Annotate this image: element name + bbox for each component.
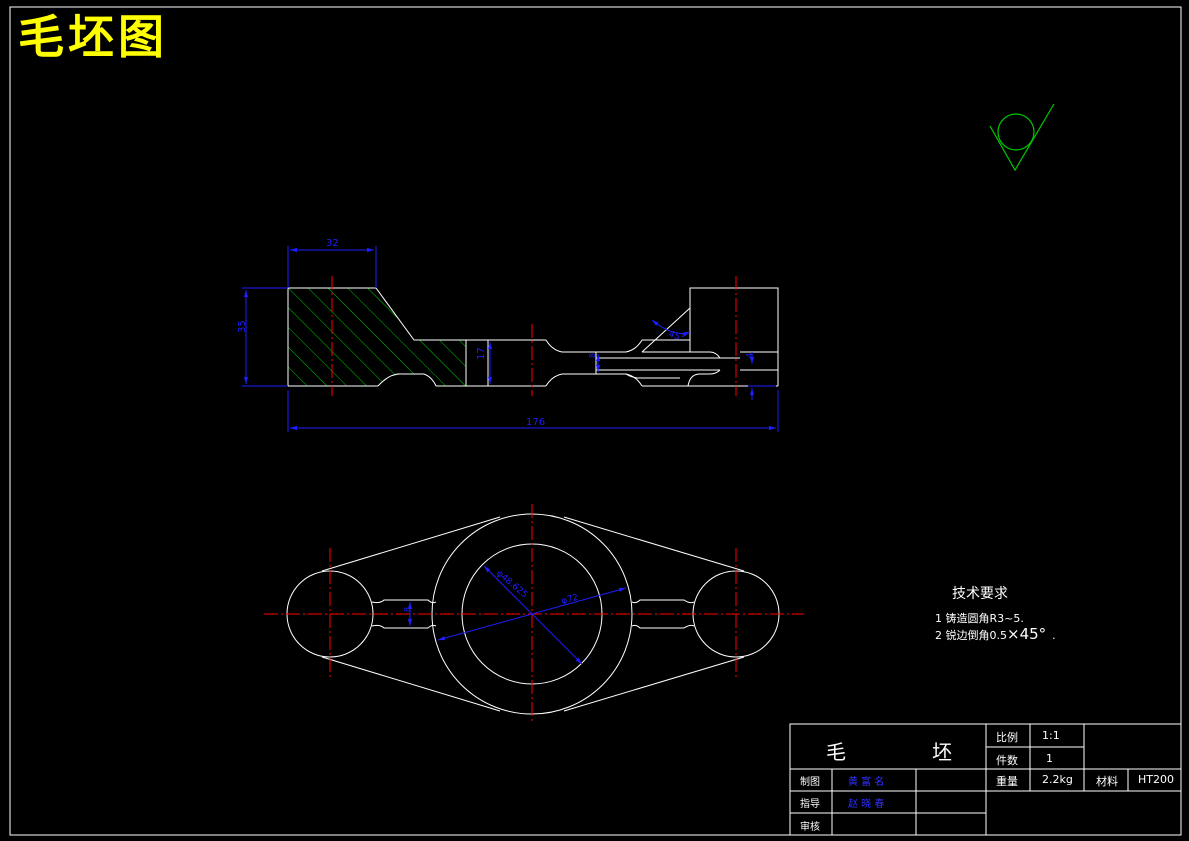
- end-mark: .: [1052, 629, 1056, 642]
- chamfer-angle: ×45°: [1007, 625, 1047, 643]
- weight-label: 重量: [996, 775, 1018, 788]
- tech-requirement-2: 2 锐边倒角0.5×45°.: [935, 625, 1056, 643]
- dim-left-height: 35: [237, 320, 248, 333]
- dim-web-height: 17: [476, 347, 487, 360]
- drawing-title: 毛坯图: [18, 10, 168, 64]
- dim-overall-length: 176: [526, 417, 545, 428]
- material-label: 材料: [1096, 775, 1118, 788]
- guide-label: 指导: [800, 799, 820, 810]
- tech-requirement-1: 1 铸造圆角R3~5.: [935, 612, 1024, 625]
- scale-label: 比例: [996, 731, 1018, 744]
- count-label: 件数: [996, 754, 1018, 767]
- dim-angle: 45°: [667, 329, 685, 344]
- weight-value: 2.2kg: [1042, 773, 1073, 786]
- dim-top-width: 32: [326, 238, 339, 249]
- count-value: 1: [1046, 752, 1053, 765]
- dim-inner-dia: φ48.625: [494, 569, 529, 601]
- dim-right-step: 4: [745, 353, 754, 358]
- drawn-label: 制图: [800, 777, 820, 788]
- dim-outer-dia: φ72: [560, 593, 579, 607]
- drawn-name: 黄 富 名: [848, 777, 885, 788]
- material-value: HT200: [1138, 773, 1174, 786]
- tech-requirement-2-text: 2 锐边倒角0.5: [935, 629, 1007, 642]
- hatch-area: [288, 288, 466, 386]
- part-name-char-1: 毛: [826, 740, 846, 764]
- section-view: 32 35 17 8 4 45° 176: [237, 238, 779, 432]
- tech-requirements-title: 技术要求: [952, 586, 1008, 602]
- guide-name: 赵 晓 春: [848, 799, 885, 810]
- dim-web-slot: 8: [403, 607, 412, 612]
- drawing-frame: [9, 6, 1182, 836]
- title-block-lines: [789, 723, 1182, 836]
- scale-value: 1:1: [1042, 729, 1060, 742]
- top-view: φ48.625 φ72 8: [264, 504, 804, 722]
- dim-slot-height: 8: [588, 353, 597, 358]
- part-name-char-2: 坯: [932, 740, 952, 764]
- review-label: 审核: [800, 822, 820, 833]
- surface-finish-symbol: [989, 103, 1055, 172]
